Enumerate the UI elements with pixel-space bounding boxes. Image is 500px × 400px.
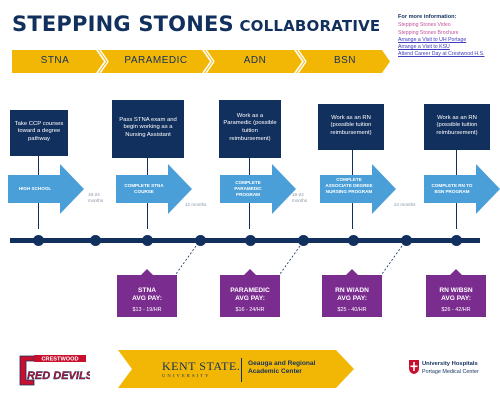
pay-range: $25 - 40/HR [337,307,367,313]
timeline-dot [195,235,206,246]
timeline-dot [33,235,44,246]
title-main: STEPPING STONES [12,12,234,36]
banner-step-bsn: BSN [333,55,357,66]
kent-center-line2: Academic Center [248,368,302,375]
info-heading: For more information: [398,14,457,20]
uh-sub: Portage Medical Center [422,369,479,375]
kent-state-banner: KENT STATE. UNIVERSITY Geauga and Region… [118,350,354,388]
pay-box-stna: STNA AVG PAY: $13 - 19/HR [117,275,177,317]
kent-center-line1: Geauga and Regional [248,360,316,367]
milestone-box-paramedic: Work as a Paramedic (possible tuition re… [219,100,281,158]
arrow-bsn-program: COMPLETE RN TO BSN PROGRAM [424,164,500,214]
gap-duration-1: 18-24 months [88,192,104,203]
timeline-dot [142,235,153,246]
timeline-dot [451,235,462,246]
pay-credential: STNA [138,287,156,294]
banner-step-stna: STNA [40,55,70,66]
link-video[interactable]: Stepping Stones Video [398,22,451,29]
pay-range: $16 - 24/HR [235,307,265,313]
gap-duration-4: 24 months [394,202,416,207]
arrow-bsn-program-label: COMPLETE RN TO BSN PROGRAM [431,183,473,194]
arrow-stna-course-label: COMPLETE STNA COURSE [124,183,164,194]
link-career-day[interactable]: Attend Career Day at Crestwood H.S. [398,51,485,58]
pay-label: AVG PAY: [337,295,367,302]
gap-duration-3: 18-22 months [292,192,308,203]
gap-duration-2: 12 months [185,202,207,207]
uh-shield-icon [409,360,419,374]
kent-center-name: Geauga and Regional Academic Center [248,360,315,376]
pay-credential: RN W/ADN [335,287,369,294]
milestone-box-rn-bsn: Work as an RN (possible tuition reimburs… [424,104,490,150]
pay-range: $26 - 42/HR [441,307,471,313]
link-visit-ksu[interactable]: Arrange a Visit to KSU [398,44,450,51]
milestone-box-stna: Pass STNA exam and begin working as a Nu… [112,100,184,158]
pay-credential: RN W/BSN [439,287,473,294]
pay-pointer [450,269,462,275]
info-panel: For more information: Stepping Stones Vi… [398,14,500,59]
title-sub: COLLABORATIVE [239,17,381,35]
pay-pointer [346,269,358,275]
crestwood-main-text: RED DEVILS [27,370,90,382]
kent-state-logo: KENT STATE. UNIVERSITY [162,359,240,378]
timeline-dot [90,235,101,246]
kent-divider [241,358,242,382]
crestwood-red-devils-logo: CRESTWOOD RED DEVILS [16,352,94,390]
page-title: STEPPING STONES COLLABORATIVE [12,12,382,36]
pathway-banner: STNA PARAMEDIC ADN BSN [12,50,390,73]
arrow-paramedic-program: COMPLETE PARAMEDIC PROGRAM [220,164,296,214]
pathway-banner-shape [12,50,390,73]
pay-pointer [141,269,153,275]
pay-pointer [244,269,256,275]
crestwood-top-text: CRESTWOOD [42,357,79,363]
pay-box-paramedic: PARAMEDIC AVG PAY: $16 - 24/HR [220,275,280,317]
kent-banner-shape [118,350,354,388]
arrow-high-school-label: HIGH SCHOOL [18,186,52,191]
arrow-adn-program-label: COMPLETE ASSOCIATE DEGREE NURSING PROGRA… [325,177,373,194]
university-hospitals-logo: University Hospitals Portage Medical Cen… [408,359,500,387]
milestone-box-rn-adn: Work as an RN (possible tuition reimburs… [318,104,384,150]
pay-label: AVG PAY: [132,295,162,302]
pay-box-rn-adn: RN W/ADN AVG PAY: $25 - 40/HR [322,275,382,317]
link-brochure[interactable]: Stepping Stones Brochure [398,29,459,36]
arrow-paramedic-program-label: COMPLETE PARAMEDIC PROGRAM [234,180,262,197]
link-visit-uh-portage[interactable]: Arrange a Visit to UH Portage [398,36,467,43]
banner-step-paramedic: PARAMEDIC [124,55,188,66]
timeline-dot [298,235,309,246]
kent-state-wordmark: KENT STATE. [162,359,241,373]
pay-credential: PARAMEDIC [230,287,270,294]
milestone-box-ccp: Take CCP courses toward a degree pathway [10,110,68,156]
banner-step-adn: ADN [243,55,267,66]
pay-range: $13 - 19/HR [132,307,162,313]
pay-box-rn-bsn: RN W/BSN AVG PAY: $26 - 42/HR [426,275,486,317]
timeline-dot [245,235,256,246]
pay-label: AVG PAY: [441,295,471,302]
crestwood-logo-art: CRESTWOOD RED DEVILS [19,355,94,386]
arrow-high-school: HIGH SCHOOL [8,164,84,214]
uh-name: University Hospitals [422,361,478,367]
timeline-dot [401,235,412,246]
pay-label: AVG PAY: [235,295,265,302]
timeline-dot [348,235,359,246]
arrow-adn-program: COMPLETE ASSOCIATE DEGREE NURSING PROGRA… [320,164,396,214]
arrow-stna-course: COMPLETE STNA COURSE [116,164,192,214]
kent-state-university: UNIVERSITY [162,373,211,378]
